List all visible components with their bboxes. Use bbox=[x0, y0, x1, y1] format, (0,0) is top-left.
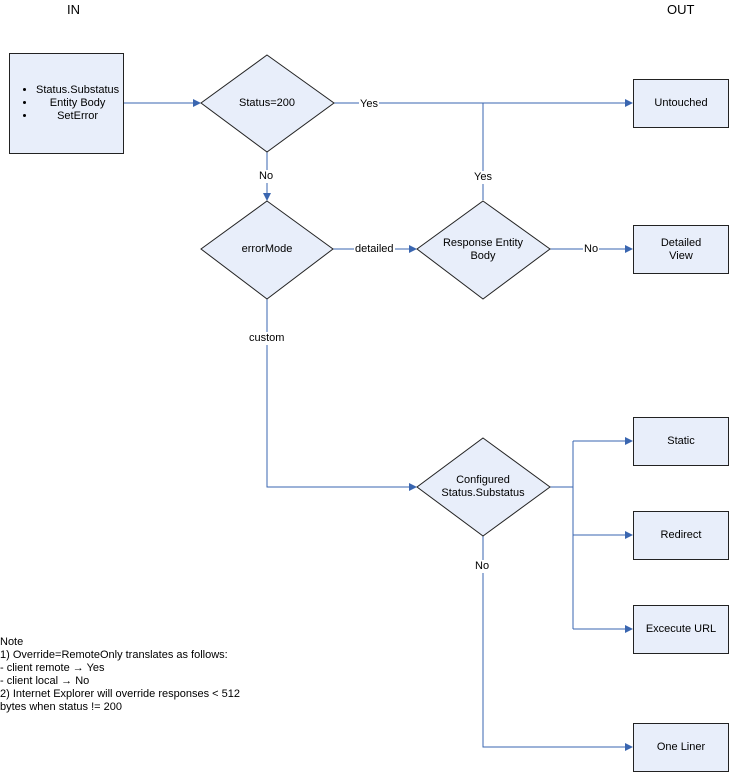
in-column-header: IN bbox=[67, 2, 80, 17]
error-mode-diamond bbox=[200, 200, 334, 300]
configured-status-label: Configured Status.Substatus bbox=[441, 474, 525, 499]
edge-label-no-configured: No bbox=[474, 560, 491, 573]
response-entity-body-label: Response Entity Body bbox=[442, 237, 524, 262]
note-line: - client remote → Yes bbox=[0, 662, 105, 674]
input-list: Status.Substatus Entity Body SetError bbox=[10, 84, 119, 123]
output-redirect: Redirect bbox=[633, 511, 729, 560]
output-detailed-view: Detailed View bbox=[633, 225, 729, 274]
output-execute-url: Excecute URL bbox=[633, 605, 729, 654]
note-line: 2) Internet Explorer will override respo… bbox=[0, 688, 240, 700]
edge-errormode-custom bbox=[266, 299, 417, 491]
edge-label-custom: custom bbox=[248, 332, 286, 345]
input-item: SetError bbox=[36, 110, 119, 123]
note-line: - client local → No bbox=[0, 675, 90, 687]
edge-label-no-status: No bbox=[258, 170, 275, 183]
error-mode-label: errorMode bbox=[241, 242, 293, 255]
note-line: 1) Override=RemoteOnly translates as fol… bbox=[0, 649, 228, 661]
edge-label-yes-response: Yes bbox=[473, 171, 493, 184]
edge-label-yes-status: Yes bbox=[359, 98, 379, 111]
note-line: bytes when status != 200 bbox=[0, 701, 122, 713]
note-block: Note 1) Override=RemoteOnly translates a… bbox=[0, 636, 240, 714]
edge-configured-no-to-one-liner bbox=[482, 536, 633, 751]
status-200-diamond bbox=[200, 54, 335, 153]
input-item: Entity Body bbox=[36, 97, 119, 110]
note-title: Note bbox=[0, 636, 24, 648]
status-200-label: Status=200 bbox=[239, 96, 295, 109]
output-one-liner: One Liner bbox=[633, 723, 729, 772]
input-box: Status.Substatus Entity Body SetError bbox=[9, 53, 124, 154]
edge-label-detailed: detailed bbox=[354, 243, 395, 256]
edge-label-no-response: No bbox=[583, 243, 600, 256]
output-static: Static bbox=[633, 417, 729, 466]
configured-status-diamond bbox=[416, 437, 551, 537]
out-column-header: OUT bbox=[667, 2, 695, 17]
output-untouched: Untouched bbox=[633, 79, 729, 128]
response-entity-body-diamond bbox=[416, 200, 551, 300]
input-item: Status.Substatus bbox=[36, 84, 119, 97]
